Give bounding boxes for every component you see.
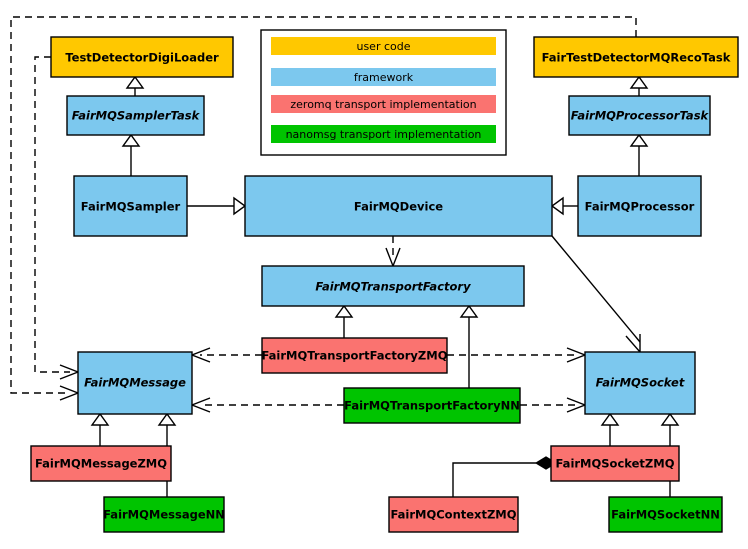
node-label-fairmqprocessortask: FairMQProcessorTask [571,109,710,123]
legend-swatch-user-code [271,37,496,55]
node-fairmqprocessor[interactable]: FairMQProcessor [577,175,702,237]
node-layer: TestDetectorDigiLoader FairTestDetectorM… [30,36,739,533]
node-box-fairmqdevice[interactable] [244,175,553,237]
node-fairmqtransportfactory[interactable]: FairMQTransportFactory [261,265,525,307]
node-label-fairmqsocket: FairMQSocket [596,376,685,390]
node-box-fairmqtransportfactorynn[interactable] [343,387,521,424]
node-box-fairmqtransportfactoryzmq[interactable] [261,337,448,374]
node-fairmqtransportfactorynn[interactable]: FairMQTransportFactoryNN [343,387,521,424]
node-fairtestdetectormqrecotask[interactable]: FairTestDetectorMQRecoTask [533,36,739,78]
edge-transportfactorynn-to-socket [520,397,587,413]
edge-device-to-socket [551,235,641,354]
legend-swatch-nanomsg [271,125,496,143]
edge-processortask-to-recotask [629,75,649,96]
node-label-fairmqtransportfactoryzmq: FairMQTransportFactoryZMQ [261,349,447,363]
node-fairmqmessagezmq[interactable]: FairMQMessageZMQ [30,445,172,482]
legend-label-framework: framework [354,71,414,84]
node-label-fairmqtransportfactorynn: FairMQTransportFactoryNN [344,399,520,413]
node-label-fairmqmessagezmq: FairMQMessageZMQ [35,457,167,471]
node-fairmqmessagenn[interactable]: FairMQMessageNN [103,496,225,533]
node-label-fairmqsocketzmq: FairMQSocketZMQ [556,457,675,471]
node-label-fairmqsamplertask: FairMQSamplerTask [72,109,201,123]
edge-messagezmq-to-message [90,412,110,446]
edge-socketzmq-to-contextzmq [452,456,558,497]
edge-socketzmq-to-socket [600,412,620,446]
node-box-fairmqmessagenn[interactable] [103,496,225,533]
legend-label-zeromq: zeromq transport implementation [290,98,476,111]
node-label-fairmqsocketnn: FairMQSocketNN [611,508,720,522]
node-box-fairmqsocket[interactable] [584,351,696,415]
legend-swatch-zeromq [271,95,496,113]
node-fairmqtransportfactoryzmq[interactable]: FairMQTransportFactoryZMQ [261,337,448,374]
edge-sampler-to-samplertask [121,133,141,176]
node-box-fairmqcontextzmq[interactable] [388,496,519,533]
node-testdetectordigiloader[interactable]: TestDetectorDigiLoader [50,36,234,78]
node-label-fairmqmessagenn: FairMQMessageNN [103,508,225,522]
node-label-fairmqmessage: FairMQMessage [84,376,186,390]
node-box-fairmqprocessor[interactable] [577,175,702,237]
node-fairmqprocessortask[interactable]: FairMQProcessorTask [568,95,711,136]
edge-processor-to-processortask [629,133,649,176]
node-box-fairmqmessage[interactable] [77,351,193,415]
node-label-fairmqtransportfactory: FairMQTransportFactory [315,280,471,294]
legend-label-user-code: user code [356,40,410,53]
node-label-fairmqsampler: FairMQSampler [81,200,181,214]
node-box-fairmqsocketnn[interactable] [608,496,723,533]
edge-transportfactorynn-to-message [190,397,344,413]
node-fairmqsocketzmq[interactable]: FairMQSocketZMQ [550,445,680,482]
node-fairmqdevice[interactable]: FairMQDevice [244,175,553,237]
edge-transportfactoryzmq-to-transportfactory [334,304,354,338]
node-fairmqsocket[interactable]: FairMQSocket [584,351,696,415]
edge-device-to-transportfactory [385,236,401,268]
node-label-fairmqprocessor: FairMQProcessor [585,200,695,214]
node-fairmqcontextzmq[interactable]: FairMQContextZMQ [388,496,519,533]
node-box-fairmqsamplertask[interactable] [66,95,205,136]
edge-processor-to-device [550,196,578,216]
node-fairmqsamplertask[interactable]: FairMQSamplerTask [66,95,205,136]
legend-swatch-framework [271,68,496,86]
legend: user code framework zeromq transport imp… [260,29,507,156]
node-label-fairmqdevice: FairMQDevice [354,200,443,214]
node-box-fairmqmessagezmq[interactable] [30,445,172,482]
edge-sampler-to-device [187,196,247,216]
edge-transportfactorynn-to-transportfactory [459,304,479,388]
node-label-fairmqcontextzmq: FairMQContextZMQ [390,508,516,522]
node-fairmqmessage[interactable]: FairMQMessage [77,351,193,415]
node-fairmqsampler[interactable]: FairMQSampler [73,175,188,237]
node-box-fairmqprocessortask[interactable] [568,95,711,136]
node-box-testdetectordigiloader[interactable] [50,36,234,78]
node-label-fairtestdetectormqrecotask: FairTestDetectorMQRecoTask [542,51,731,65]
node-box-fairmqtransportfactory[interactable] [261,265,525,307]
node-box-fairtestdetectormqrecotask[interactable] [533,36,739,78]
edge-samplertask-to-digiloader [125,75,145,96]
node-label-testdetectordigiloader: TestDetectorDigiLoader [65,51,219,65]
edge-transportfactoryzmq-to-message [190,347,262,363]
node-fairmqsocketnn[interactable]: FairMQSocketNN [608,496,723,533]
legend-label-nanomsg: nanomsg transport implementation [286,128,482,141]
node-box-fairmqsampler[interactable] [73,175,188,237]
edge-transportfactoryzmq-to-socket [447,347,587,363]
node-box-fairmqsocketzmq[interactable] [550,445,680,482]
